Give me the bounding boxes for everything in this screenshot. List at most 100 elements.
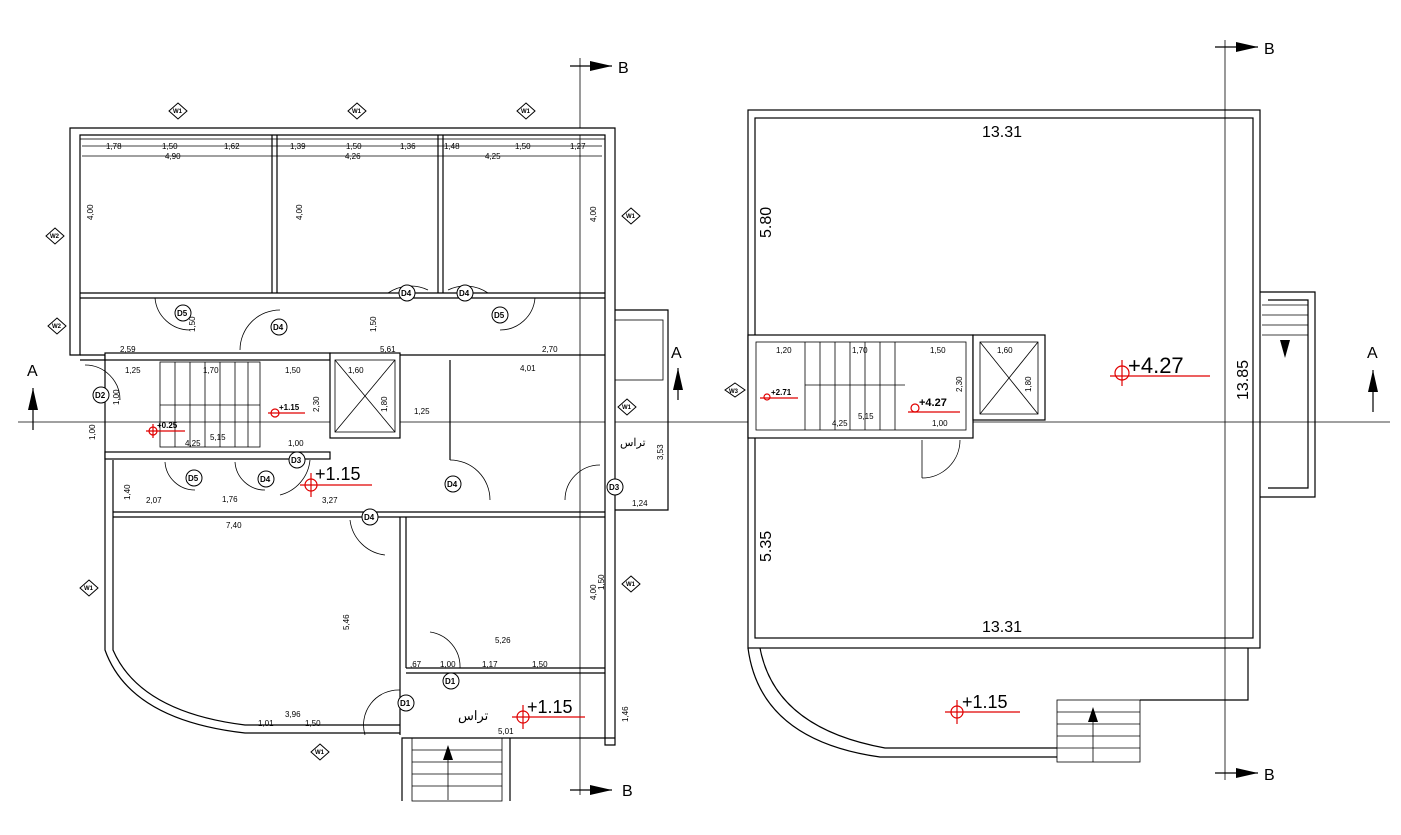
svg-text:13.85: 13.85	[1235, 360, 1252, 400]
svg-text:+1.15: +1.15	[527, 697, 573, 717]
svg-text:D5: D5	[188, 474, 199, 483]
svg-text:5,46: 5,46	[342, 614, 351, 630]
level-markers-ground: +0.25 +1.15 +1.15 +1.15 تراس تراس	[146, 403, 646, 729]
door-tag: D5	[174, 304, 192, 322]
svg-text:5,26: 5,26	[495, 636, 511, 645]
door-tag: D4	[456, 284, 474, 302]
svg-text:1,25: 1,25	[125, 366, 141, 375]
svg-text:1,48: 1,48	[444, 142, 460, 151]
door-tag: D2	[92, 386, 110, 404]
svg-text:4,00: 4,00	[589, 206, 598, 222]
svg-text:+1.15: +1.15	[315, 464, 361, 484]
svg-text:1,50: 1,50	[515, 142, 531, 151]
svg-text:1,70: 1,70	[203, 366, 219, 375]
svg-text:4,00: 4,00	[589, 584, 598, 600]
svg-text:تراس: تراس	[620, 437, 646, 449]
svg-text:4,01: 4,01	[520, 364, 536, 373]
svg-text:1,01: 1,01	[258, 719, 274, 728]
svg-text:+4.27: +4.27	[1128, 353, 1184, 378]
svg-text:W3: W3	[729, 389, 739, 395]
svg-text:1,40: 1,40	[123, 484, 132, 500]
door-tag: D3	[288, 451, 306, 469]
entry-stair	[411, 737, 503, 802]
window-tag: W1	[310, 743, 330, 761]
svg-text:D5: D5	[494, 311, 505, 320]
window-tag: W1	[516, 102, 536, 120]
svg-text:1,62: 1,62	[224, 142, 240, 151]
svg-text:5.80: 5.80	[758, 207, 775, 238]
svg-text:A: A	[1367, 345, 1378, 362]
door-tag: D1	[397, 694, 415, 712]
svg-text:D4: D4	[273, 323, 284, 332]
svg-text:1,00: 1,00	[288, 439, 304, 448]
svg-text:1,00: 1,00	[88, 424, 97, 440]
section-marker-b: B B B B	[570, 41, 1275, 800]
svg-text:5,01: 5,01	[498, 727, 514, 736]
svg-text:4,25: 4,25	[485, 152, 501, 161]
svg-text:W1: W1	[626, 214, 636, 220]
section-marker-a: A A A	[27, 345, 1378, 430]
window-tag: W1	[168, 102, 188, 120]
svg-text:2,59: 2,59	[120, 345, 136, 354]
svg-text:4,26: 4,26	[345, 152, 361, 161]
svg-text:2,30: 2,30	[955, 376, 964, 392]
svg-text:1,46: 1,46	[621, 706, 630, 722]
svg-text:+2.71: +2.71	[771, 388, 792, 397]
svg-text:1,50: 1,50	[188, 316, 197, 332]
svg-text:W1: W1	[352, 109, 362, 115]
svg-text:D4: D4	[364, 513, 375, 522]
door-tag: D1	[442, 672, 460, 690]
door-tag: D5	[491, 306, 509, 324]
svg-text:13.31: 13.31	[982, 619, 1022, 636]
svg-text:W1: W1	[521, 109, 531, 115]
svg-text:W1: W1	[315, 750, 325, 756]
svg-text:1,36: 1,36	[400, 142, 416, 151]
svg-text:1,17: 1,17	[482, 660, 498, 669]
svg-text:1,50: 1,50	[162, 142, 178, 151]
svg-text:4,00: 4,00	[295, 204, 304, 220]
svg-text:3,96: 3,96	[285, 710, 301, 719]
ground-floor-plan: 1,78 1,50 1,62 1,39 1,50 1,36 1,48 1,50 …	[45, 102, 669, 802]
svg-text:B: B	[1264, 767, 1275, 784]
svg-text:1,50: 1,50	[285, 366, 301, 375]
svg-text:+1.15: +1.15	[279, 403, 300, 412]
svg-text:13.31: 13.31	[982, 124, 1022, 141]
svg-text:D3: D3	[291, 456, 302, 465]
svg-text:3,53: 3,53	[656, 444, 665, 460]
dimensions-ground: 1,78 1,50 1,62 1,39 1,50 1,36 1,48 1,50 …	[82, 142, 665, 736]
svg-text:1,60: 1,60	[997, 346, 1013, 355]
window-tag: W1	[621, 575, 641, 593]
stair-ground	[159, 361, 261, 448]
door-tag: D4	[361, 508, 379, 526]
svg-text:3,27: 3,27	[322, 496, 338, 505]
window-tag: W1	[621, 207, 641, 225]
door-tag: D4	[270, 318, 288, 336]
svg-text:D4: D4	[401, 289, 412, 298]
svg-text:1,39: 1,39	[290, 142, 306, 151]
svg-text:تراس: تراس	[458, 708, 489, 724]
window-tag-w3: W3	[724, 382, 746, 398]
svg-text:1,70: 1,70	[852, 346, 868, 355]
svg-text:4,25: 4,25	[832, 419, 848, 428]
svg-text:D4: D4	[447, 480, 458, 489]
svg-text:D1: D1	[445, 677, 456, 686]
svg-text:5,15: 5,15	[210, 433, 226, 442]
svg-text:5.35: 5.35	[758, 531, 775, 562]
svg-text:1,24: 1,24	[632, 499, 648, 508]
svg-text:W2: W2	[52, 324, 62, 330]
window-tag: W2	[45, 227, 65, 245]
svg-text:W1: W1	[626, 582, 636, 588]
svg-text:1,50: 1,50	[532, 660, 548, 669]
svg-text:B: B	[1264, 41, 1275, 58]
svg-text:1,20: 1,20	[776, 346, 792, 355]
roof-floor-plan: 13.31 13.31 5.80 5.35 13.85 1,20 1,70 1,…	[724, 109, 1316, 763]
svg-text:D5: D5	[177, 309, 188, 318]
svg-text:1,50: 1,50	[346, 142, 362, 151]
door-tag: D4	[398, 284, 416, 302]
window-tag: W1	[617, 398, 637, 416]
svg-text:4,25: 4,25	[185, 439, 201, 448]
svg-text:D4: D4	[260, 475, 271, 484]
svg-text:+4.27: +4.27	[919, 397, 947, 409]
